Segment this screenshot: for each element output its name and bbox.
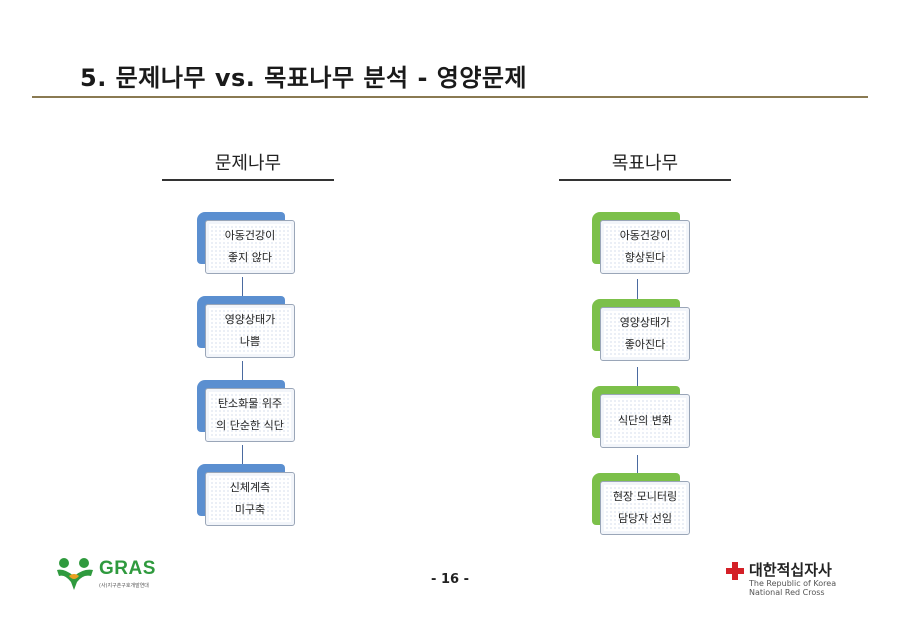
node-text-line1: 아동건강이 bbox=[619, 229, 671, 242]
problem-connector bbox=[242, 361, 243, 381]
goal-node-diet: 식단의 변화 bbox=[592, 386, 690, 448]
gras-logo-text: GRAS bbox=[99, 558, 156, 579]
page-number: - 16 - bbox=[431, 572, 469, 587]
red-cross-name: 대한적십자사 bbox=[749, 561, 832, 579]
node-text-line1: 아동건강이 bbox=[224, 229, 276, 242]
node-text-line1: 영양상태가 bbox=[224, 313, 276, 326]
gras-logo-subtext: (사)지구촌구호개발연대 bbox=[99, 583, 149, 589]
node-text-line2: 나쁨 bbox=[239, 335, 261, 348]
people-hug-icon bbox=[57, 558, 93, 590]
problem-connector bbox=[242, 277, 243, 297]
gras-logo: GRAS (사)지구촌구호개발연대 bbox=[55, 556, 165, 596]
red-cross-english-line2: National Red Cross bbox=[749, 588, 825, 597]
problem-tree-header: 문제나무 bbox=[162, 149, 334, 181]
node-text-line1: 식단의 변화 bbox=[617, 414, 673, 427]
slide-title: 5. 문제나무 vs. 목표나무 분석 - 영양문제 bbox=[80, 64, 528, 92]
node-text-line2: 좋지 않다 bbox=[228, 251, 272, 264]
red-cross-icon bbox=[726, 562, 744, 580]
goal-tree-header: 목표나무 bbox=[559, 149, 731, 181]
node-text-line2: 의 단순한 식단 bbox=[216, 419, 284, 432]
goal-connector bbox=[637, 279, 638, 299]
red-cross-english-line1: The Republic of Korea bbox=[749, 579, 837, 588]
node-text-line2: 좋아진다 bbox=[624, 338, 666, 351]
goal-connector bbox=[637, 367, 638, 387]
node-text-line2: 담당자 선임 bbox=[617, 512, 673, 525]
goal-connector bbox=[637, 455, 638, 475]
problem-connector bbox=[242, 445, 243, 465]
red-cross-logo: 대한적십자사 The Republic of Korea National Re… bbox=[726, 558, 856, 600]
node-text-line2: 향상된다 bbox=[624, 251, 666, 264]
node-text-line1: 탄소화물 위주 bbox=[217, 397, 283, 410]
red-cross-english-name: The Republic of Korea National Red Cross bbox=[749, 579, 836, 597]
node-text-line1: 영양상태가 bbox=[619, 316, 671, 329]
title-divider bbox=[32, 96, 868, 98]
node-text-line2: 미구축 bbox=[234, 503, 266, 516]
node-text-line1: 신체계측 bbox=[229, 481, 271, 494]
node-text-line1: 현장 모니터링 bbox=[612, 490, 678, 503]
